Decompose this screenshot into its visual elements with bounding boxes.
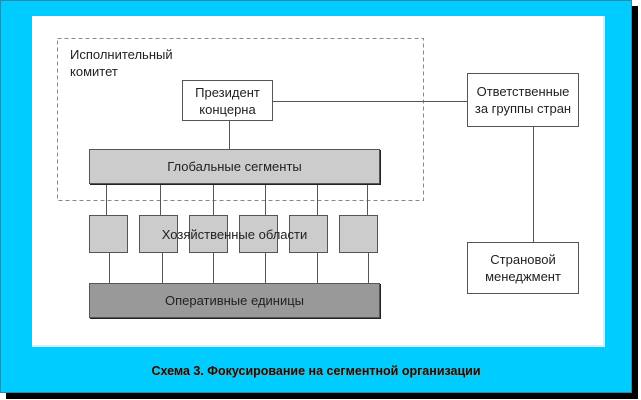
country-management-box: Страновой менеджмент xyxy=(467,242,579,294)
business-area-box xyxy=(339,215,378,253)
business-area-box xyxy=(89,215,128,253)
president-box: Президент концерна xyxy=(182,80,273,121)
executive-committee-border xyxy=(57,38,424,201)
diagram-caption: Схема 3. Фокусирование на сегментной орг… xyxy=(151,364,481,378)
executive-committee-label: Исполнительный комитет xyxy=(70,47,173,79)
responsible-country-groups-box: Ответственные за группы стран xyxy=(467,73,579,127)
business-area-box xyxy=(239,215,278,253)
operational-units-bar: Оперативные единицы xyxy=(89,283,380,318)
business-area-box xyxy=(139,215,178,253)
global-segments-bar: Глобальные сегменты xyxy=(89,149,380,184)
business-area-box xyxy=(289,215,328,253)
business-areas-label: Хозяйственные области xyxy=(161,227,308,242)
business-area-box xyxy=(189,215,228,253)
